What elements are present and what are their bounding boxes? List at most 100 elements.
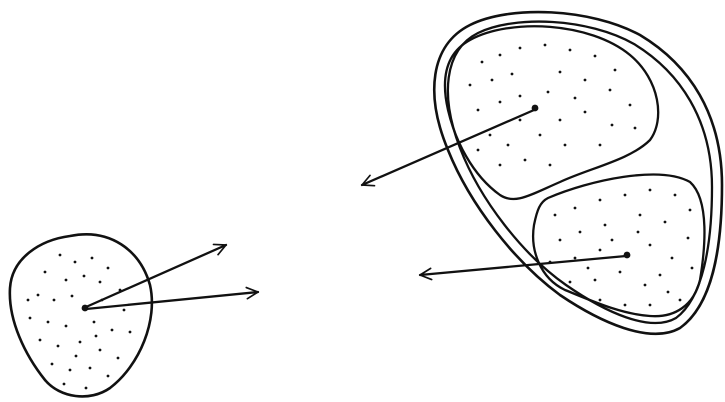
stipple-dot <box>674 194 677 197</box>
left-cell-dots <box>27 254 132 390</box>
stipple-dot <box>129 331 132 334</box>
stipple-dot <box>53 299 56 302</box>
stipple-dot <box>649 244 652 247</box>
stipple-dot <box>83 275 86 278</box>
stipple-dot <box>574 207 577 210</box>
right-arrows <box>362 110 626 275</box>
stipple-dot <box>539 134 542 137</box>
stipple-dot <box>519 119 522 122</box>
stipple-dot <box>99 281 102 284</box>
stipple-dot <box>63 383 66 386</box>
stipple-dot <box>609 89 612 92</box>
stipple-dot <box>39 339 42 342</box>
stipple-dot <box>639 214 642 217</box>
stipple-dot <box>579 231 582 234</box>
stipple-dot <box>65 279 68 282</box>
left-cell <box>10 234 152 396</box>
stipple-dot <box>519 47 522 50</box>
stipple-dot <box>594 55 597 58</box>
stipple-dot <box>649 304 652 307</box>
stipple-dot <box>599 144 602 147</box>
stipple-dot <box>524 159 527 162</box>
stipple-dot <box>624 304 627 307</box>
stipple-dot <box>89 367 92 370</box>
stipple-dot <box>667 291 670 294</box>
stipple-dot <box>584 111 587 114</box>
stipple-dot <box>51 363 54 366</box>
stipple-dot <box>559 239 562 242</box>
stipple-dot <box>44 271 47 274</box>
stipple-dot <box>477 149 480 152</box>
upper-inner-cell-dots <box>469 44 637 167</box>
stipple-dot <box>569 281 572 284</box>
stipple-dot <box>481 61 484 64</box>
stipple-dot <box>75 355 78 358</box>
stipple-dot <box>93 321 96 324</box>
upper-inner-cell <box>445 26 658 199</box>
stipple-dot <box>491 79 494 82</box>
stipple-dot <box>559 119 562 122</box>
stipple-dot <box>691 267 694 270</box>
stipple-dot <box>664 221 667 224</box>
stipple-dot <box>611 124 614 127</box>
stipple-dot <box>614 69 617 72</box>
stipple-dot <box>499 164 502 167</box>
stipple-dot <box>91 257 94 260</box>
stipple-dot <box>619 271 622 274</box>
stipple-dot <box>29 317 32 320</box>
right-cell-group <box>434 12 722 334</box>
stipple-dot <box>499 101 502 104</box>
stipple-dot <box>574 257 577 260</box>
stipple-dot <box>599 299 602 302</box>
stipple-dot <box>549 164 552 167</box>
stipple-dot <box>679 299 682 302</box>
stipple-dot <box>554 214 557 217</box>
stipple-dot <box>599 249 602 252</box>
stipple-dot <box>69 369 72 372</box>
stipple-dot <box>57 345 60 348</box>
left-arrows <box>86 245 258 309</box>
stipple-dot <box>99 349 102 352</box>
stipple-dot <box>519 95 522 98</box>
stipple-dot <box>511 73 514 76</box>
stipple-dot <box>499 54 502 57</box>
stipple-dot <box>547 91 550 94</box>
stipple-dot <box>74 261 77 264</box>
right-arrow-lower <box>420 256 626 275</box>
stipple-dot <box>611 239 614 242</box>
stipple-dot <box>689 209 692 212</box>
right-inner-envelope <box>448 22 712 323</box>
stipple-dot <box>634 127 637 130</box>
stipple-dot <box>594 279 597 282</box>
stipple-dot <box>469 84 472 87</box>
stipple-dot <box>544 44 547 47</box>
stipple-dot <box>489 134 492 137</box>
stipple-dot <box>117 357 120 360</box>
stipple-dot <box>107 267 110 270</box>
stipple-dot <box>477 109 480 112</box>
stipple-dot <box>687 237 690 240</box>
stipple-dot <box>111 329 114 332</box>
stipple-dot <box>123 309 126 312</box>
stipple-dot <box>569 49 572 52</box>
stipple-dot <box>629 104 632 107</box>
stipple-dot <box>107 375 110 378</box>
stipple-dot <box>624 194 627 197</box>
stipple-dot <box>599 199 602 202</box>
stipple-dot <box>644 284 647 287</box>
stipple-dot <box>47 321 50 324</box>
stipple-dot <box>85 387 88 390</box>
stipple-dot <box>37 294 40 297</box>
stipple-dot <box>584 79 587 82</box>
stipple-dot <box>604 224 607 227</box>
right-arrow-upper <box>362 110 534 185</box>
stipple-dot <box>649 189 652 192</box>
stipple-dot <box>59 254 62 257</box>
left-cell-outline <box>10 234 152 396</box>
stipple-dot <box>587 267 590 270</box>
stipple-dot <box>27 299 30 302</box>
stipple-dot <box>637 231 640 234</box>
stipple-dot <box>564 144 567 147</box>
stipple-dot <box>574 97 577 100</box>
stipple-dot <box>71 295 74 298</box>
